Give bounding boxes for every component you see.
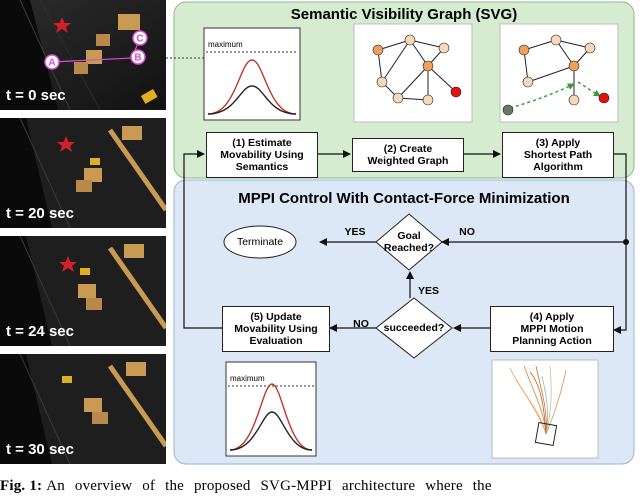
movability-chart-top: [203, 27, 301, 121]
terminate-label: Terminate: [236, 236, 284, 248]
graph-node: [518, 44, 530, 56]
graph-node: [376, 76, 388, 88]
succeeded-label: succeeded?: [383, 322, 445, 334]
graph-image: [353, 23, 473, 123]
marker-a-label: A: [48, 58, 55, 69]
block: [84, 398, 102, 412]
graph-node: [404, 34, 416, 46]
graph-node: [550, 34, 562, 46]
connector-line: [614, 153, 627, 242]
graph-node: [568, 94, 580, 106]
movability-chart-bottom: [225, 361, 317, 457]
curve-red: [229, 383, 313, 451]
figure-caption-text: An overview of the proposed SVG-MPPI arc…: [46, 478, 492, 494]
photo-frame-3: t = 24 sec: [0, 236, 166, 346]
block: [126, 362, 146, 376]
time-label: t = 30 sec: [6, 441, 74, 458]
block: [124, 244, 144, 258]
graph-node: [522, 76, 534, 88]
marker-a: [44, 54, 60, 70]
connector-line: [613, 242, 627, 334]
curve-black: [229, 411, 313, 451]
photo-frame-2: t = 20 sec: [0, 118, 166, 228]
marker-c-label: C: [136, 34, 143, 45]
photo-frame-4: t = 30 sec: [0, 354, 166, 464]
chart-max-label-bottom: maximum: [230, 374, 265, 383]
goal-reached-label: Goal Reached?: [383, 230, 435, 254]
step5-box: (5) Update Movability Using Evaluation: [222, 306, 330, 352]
time-label: t = 24 sec: [6, 323, 74, 340]
start-node: [502, 104, 514, 116]
goal-reached-diamond: [375, 213, 443, 271]
time-label: t = 0 sec: [6, 87, 66, 104]
figure-caption: Fig. 1: An overview of the proposed SVG-…: [0, 478, 640, 495]
block: [122, 126, 142, 140]
mppi-panel-title: MPPI Control With Contact-Force Minimiza…: [238, 190, 570, 207]
block: [96, 34, 110, 46]
shortest-path-image: [499, 23, 619, 123]
graph-node: [372, 44, 384, 56]
step3-box: (3) Apply Shortest Path Algorithm: [502, 132, 614, 178]
scene-photo-2: [0, 118, 166, 228]
robot-footprint-icon: [534, 422, 558, 446]
robot-icon: [62, 376, 72, 383]
graph-node: [438, 42, 450, 54]
yes-label-goal: YES: [344, 226, 366, 238]
graph-node: [584, 42, 596, 54]
yes-label-succeeded: YES: [418, 285, 440, 297]
robot-icon: [140, 89, 158, 104]
scene-photo-3: [0, 236, 166, 346]
mppi-trajectory-image: [491, 359, 599, 459]
block: [118, 14, 140, 30]
goal-node: [450, 86, 462, 98]
graph-node: [422, 94, 434, 106]
marker-c: [132, 30, 148, 46]
graph-node: [568, 60, 580, 72]
terminate-ellipse: [223, 225, 297, 259]
scene-photo-1: A B C: [0, 0, 166, 110]
graph-node: [392, 92, 404, 104]
figure-label: Fig. 1:: [0, 478, 43, 494]
block: [78, 284, 96, 298]
robot-icon: [90, 158, 100, 165]
block: [76, 180, 92, 192]
time-label: t = 20 sec: [6, 205, 74, 222]
marker-b-label: B: [134, 53, 141, 64]
step4-box: (4) Apply MPPI Motion Planning Action: [490, 306, 614, 352]
succeeded-diamond: [375, 297, 453, 359]
goal-star-icon: [53, 17, 71, 33]
block: [74, 62, 88, 74]
step2-box: (2) Create Weighted Graph: [352, 138, 464, 172]
goal-star-icon: [59, 256, 77, 272]
step1-box: (1) Estimate Movability Using Semantics: [206, 132, 318, 178]
curve-red: [207, 59, 297, 115]
goal-node: [598, 92, 610, 104]
graph-node: [422, 60, 434, 72]
no-label-succeeded: NO: [353, 318, 369, 330]
no-label-goal: NO: [459, 226, 475, 238]
marker-b: [130, 49, 146, 65]
block: [84, 168, 102, 182]
photo-frame-1: A B C t = 0 sec: [0, 0, 166, 110]
curve-black: [207, 85, 297, 115]
chart-max-label: maximum: [208, 40, 243, 49]
scene-photo-4: [0, 354, 166, 464]
goal-star-icon: [57, 136, 75, 152]
block: [86, 298, 102, 310]
loop-back-arrow: [183, 150, 222, 329]
robot-icon: [80, 268, 90, 275]
svg-panel-title: Semantic Visibility Graph (SVG): [290, 6, 518, 23]
block: [92, 412, 108, 424]
